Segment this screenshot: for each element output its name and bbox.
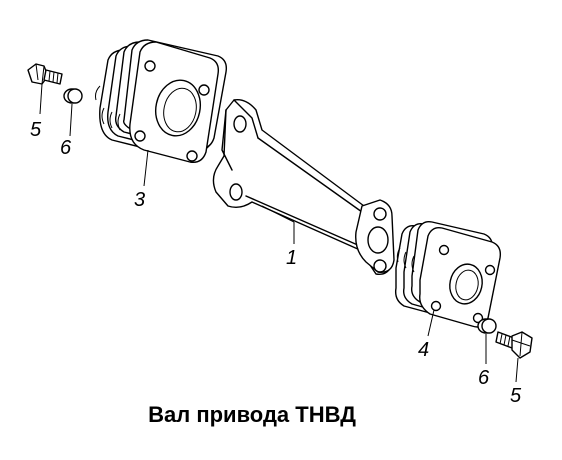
callout-washer-right: 6 (478, 367, 490, 389)
callout-bolt-left: 5 (30, 119, 42, 141)
leader-lines (39, 83, 519, 383)
callout-coupling-left: 3 (134, 189, 145, 211)
bolt-right (495, 331, 533, 359)
diagram-title: Вал привода ТНВД (148, 402, 356, 427)
coupling-disc-pack-right (394, 220, 502, 328)
callout-shaft: 1 (286, 247, 297, 269)
coupling-disc-pack-left (95, 39, 228, 163)
washer-left (63, 88, 83, 104)
drive-shaft (212, 99, 395, 275)
callout-coupling-right: 4 (418, 339, 429, 361)
callout-washer-left: 6 (60, 137, 72, 159)
bolt-left (27, 63, 63, 85)
washer-right (477, 318, 497, 334)
callout-bolt-right: 5 (510, 385, 522, 407)
